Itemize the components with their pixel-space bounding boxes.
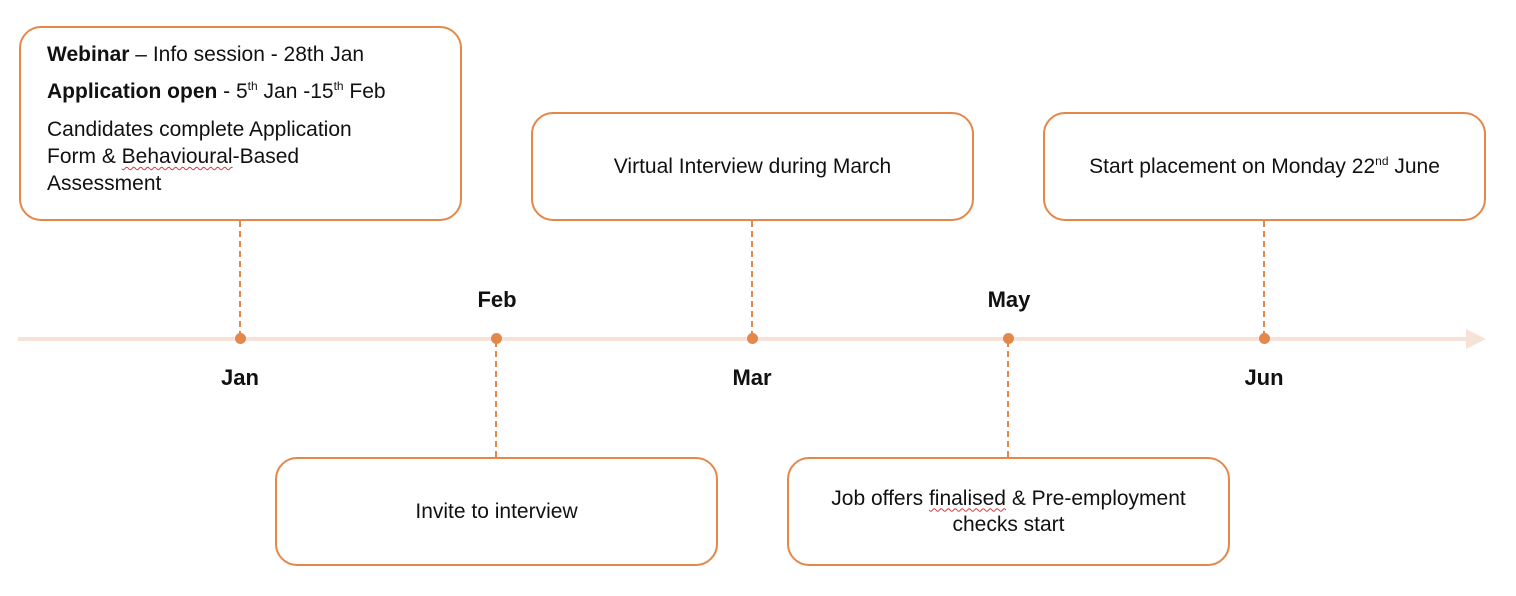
webinar-line: Webinar – Info session - 28th Jan (47, 42, 434, 68)
event-text-jun-sup: nd (1375, 153, 1389, 168)
connector-mar (751, 221, 753, 337)
event-text-may-1: Job offers (831, 486, 929, 510)
candidates-text-1: Candidates complete Application Form & (47, 118, 352, 168)
event-text-may-spellcheck-word: finalised (928, 486, 1006, 510)
application-label: Application open (47, 80, 218, 103)
event-box-jun: Start placement on Monday 22nd June (1043, 112, 1486, 221)
connector-jun (1263, 221, 1265, 337)
timeline-dot-jun (1259, 333, 1270, 344)
application-text-3: Feb (343, 80, 386, 103)
candidates-text-2: -Based Assessment (47, 145, 300, 195)
candidates-line: Candidates complete Application Form & B… (47, 116, 392, 197)
timeline-dot-may (1003, 333, 1014, 344)
application-line: Application open - 5th Jan -15th Feb (47, 79, 434, 105)
month-label-jan: Jan (221, 365, 259, 390)
event-box-may: Job offers finalised & Pre-employment ch… (787, 457, 1230, 566)
event-text-jun: Start placement on Monday 22nd June (1089, 154, 1440, 180)
application-text-2: Jan -15 (257, 80, 334, 103)
event-box-mar: Virtual Interview during March (531, 112, 974, 221)
application-sup-2: th (333, 79, 344, 93)
timeline-arrow-icon (1466, 329, 1486, 349)
event-box-feb: Invite to interview (275, 457, 718, 566)
month-label-may: May (987, 287, 1031, 312)
month-label-jun: Jun (1244, 365, 1284, 390)
connector-may (1007, 341, 1009, 457)
month-label-mar: Mar (732, 365, 772, 390)
event-box-jan: Webinar – Info session - 28th Jan Applic… (19, 26, 462, 221)
event-text-jun-2: June (1388, 154, 1440, 178)
event-text-may-2: & Pre-employment checks start (952, 486, 1186, 536)
month-label-feb: Feb (477, 287, 517, 312)
connector-feb (495, 341, 497, 457)
timeline-axis (18, 337, 1468, 341)
application-sup-1: th (247, 79, 258, 93)
timeline-dot-mar (747, 333, 758, 344)
timeline-dot-jan (235, 333, 246, 344)
event-text-jun-1: Start placement on Monday 22 (1089, 154, 1376, 178)
timeline-dot-feb (491, 333, 502, 344)
event-text-feb: Invite to interview (415, 499, 578, 523)
application-text-1: - 5 (217, 80, 248, 103)
webinar-text: – Info session - 28th Jan (129, 43, 365, 66)
event-text-mar: Virtual Interview during March (613, 154, 892, 178)
connector-jan (239, 221, 241, 337)
webinar-label: Webinar (47, 43, 130, 66)
candidates-spellcheck-word: Behavioural (121, 145, 233, 168)
event-text-may: Job offers finalised & Pre-employment ch… (809, 486, 1209, 538)
